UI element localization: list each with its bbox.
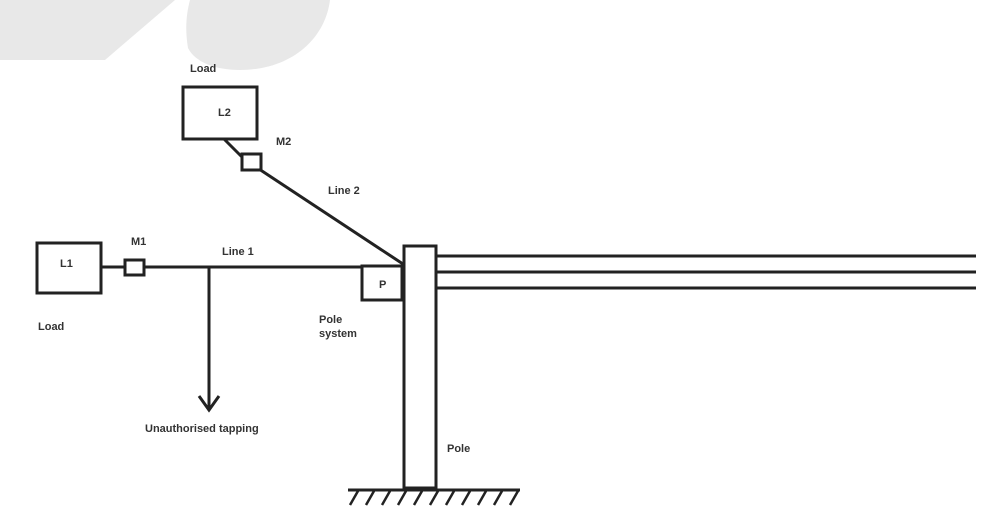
load-top-caption: Load — [190, 63, 216, 75]
pole-label: Pole — [447, 443, 470, 455]
l1-label: L1 — [60, 258, 73, 270]
tapping-label: Unauthorised tapping — [145, 423, 259, 435]
l2-label: L2 — [218, 107, 231, 119]
tapping-arrowhead — [197, 395, 221, 413]
load-l1-box — [35, 241, 103, 295]
load-left-caption: Load — [38, 321, 64, 333]
pole-system-label-line2: system — [319, 328, 357, 340]
line2-label: Line 2 — [328, 185, 360, 197]
pole-system-label-line1: Pole — [319, 314, 342, 326]
pole-system-box — [360, 264, 404, 302]
ground-hatching — [348, 490, 520, 506]
load-l2-box — [181, 85, 259, 141]
m2-label: M2 — [276, 136, 291, 148]
meter-m2-box — [240, 152, 263, 172]
watermark-shape-right — [186, 0, 330, 70]
m1-label: M1 — [131, 236, 146, 248]
l2-to-m2-wire — [222, 137, 245, 160]
ground-symbol — [348, 488, 520, 506]
line1-label: Line 1 — [222, 246, 254, 258]
watermark — [0, 0, 330, 70]
line-2-wire — [258, 167, 404, 266]
pole — [402, 244, 438, 490]
watermark-shape-left — [0, 0, 175, 60]
p-label: P — [379, 279, 386, 291]
meter-m1-box — [123, 258, 146, 277]
